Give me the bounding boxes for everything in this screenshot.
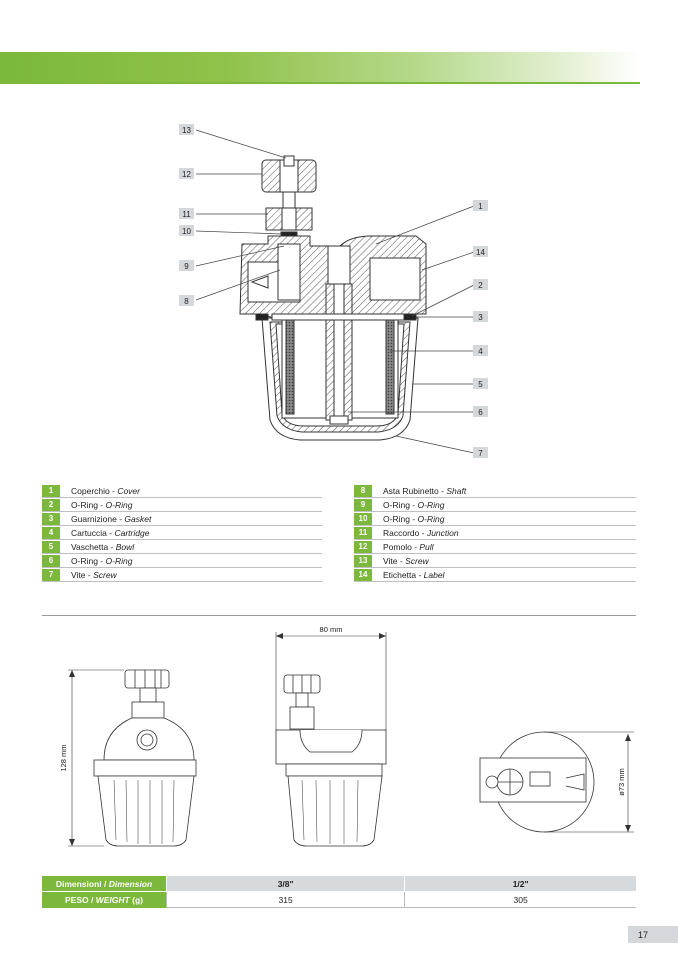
part-number: 1 [42, 484, 60, 497]
part-name: O-Ring [383, 499, 410, 510]
part-name: O-Ring [383, 513, 410, 524]
callout-1: 1 [478, 202, 483, 211]
label-en: WEIGHT [95, 894, 130, 905]
spec-table: Dimensioni / Dimension 3/8" 1/2" PESO / … [42, 876, 636, 908]
label-it: PESO / [65, 894, 94, 905]
part-name-en: Bowl [115, 541, 135, 552]
size-cell: 3/8" [165, 876, 405, 892]
part-name-en: O-Ring [105, 555, 133, 566]
dim-height-label: 128 mm [59, 744, 68, 771]
part-name: Vite [383, 555, 398, 566]
part-number: 6 [42, 554, 60, 567]
callout-3: 3 [478, 313, 483, 322]
header-banner [0, 52, 640, 82]
callout-6: 6 [478, 408, 483, 417]
part-number: 11 [354, 526, 372, 539]
section-divider [42, 615, 636, 616]
part-name: Coperchio [71, 485, 110, 496]
callout-7: 7 [478, 449, 483, 458]
part-name: Asta Rubinetto [383, 485, 439, 496]
part-name: Raccordo [383, 527, 420, 538]
part-name-en: Label [423, 569, 445, 580]
dimension-drawings: 128 mm 80 mm ø73 mm [59, 625, 634, 847]
part-number: 9 [354, 498, 372, 511]
part-name: Vaschetta [71, 541, 109, 552]
weight-cell: 315 [165, 891, 405, 908]
part-number: 13 [354, 554, 372, 567]
cross-section-diagram: 13 12 11 10 9 8 1 14 2 3 4 5 6 7 [179, 124, 488, 458]
part-name: O-Ring [71, 499, 98, 510]
callout-8: 8 [184, 297, 189, 306]
part-name: Etichetta [383, 569, 417, 580]
part-number: 12 [354, 540, 372, 553]
callout-2: 2 [478, 281, 483, 290]
part-name: Guarnizione [71, 513, 117, 524]
part-name-en: Shaft [446, 485, 467, 496]
dim-width-label: 80 mm [320, 625, 343, 634]
part-name: O-Ring [71, 555, 98, 566]
part-name-en: O-Ring [417, 513, 445, 524]
weight-cell: 305 [404, 891, 636, 908]
part-name-en: O-Ring [417, 499, 445, 510]
part-name-en: Screw [405, 555, 429, 566]
spec-row-dimension: Dimensioni / Dimension 3/8" 1/2" [42, 876, 636, 892]
label-it: Dimensioni / [55, 878, 107, 889]
part-name-en: Junction [426, 527, 459, 538]
callout-9: 9 [184, 262, 189, 271]
part-name: Cartuccia [71, 527, 107, 538]
label-en: Dimension [108, 878, 153, 889]
callout-11: 11 [182, 210, 191, 219]
callout-13: 13 [182, 126, 191, 135]
size-cell: 1/2" [404, 876, 636, 892]
spec-label-weight: PESO / WEIGHT (g) [42, 891, 167, 908]
part-name: Vite [71, 569, 86, 580]
part-name-en: Cover [117, 485, 140, 496]
page-number: 17 [628, 926, 678, 943]
callout-10: 10 [182, 227, 191, 236]
part-number: 14 [354, 568, 372, 581]
part-name-en: Gasket [124, 513, 152, 524]
part-number: 10 [354, 512, 372, 525]
header-rule [0, 82, 640, 84]
dim-diameter-label: ø73 mm [617, 768, 626, 796]
label-unit: (g) [132, 894, 143, 905]
spec-label-dimension: Dimensioni / Dimension [42, 876, 167, 892]
part-number: 7 [42, 568, 60, 581]
callout-14: 14 [476, 248, 485, 257]
part-name-en: Pull [419, 541, 434, 552]
part-name-en: Screw [93, 569, 117, 580]
spec-row-weight: PESO / WEIGHT (g) 315 305 [42, 891, 636, 908]
part-name-en: O-Ring [105, 499, 133, 510]
callout-5: 5 [478, 380, 483, 389]
part-name: Pomolo [383, 541, 412, 552]
part-number: 8 [354, 484, 372, 497]
callout-4: 4 [478, 347, 483, 356]
part-number: 5 [42, 540, 60, 553]
part-number: 2 [42, 498, 60, 511]
part-name-en: Cartridge [114, 527, 150, 538]
part-number: 3 [42, 512, 60, 525]
callout-12: 12 [182, 170, 191, 179]
part-number: 4 [42, 526, 60, 539]
